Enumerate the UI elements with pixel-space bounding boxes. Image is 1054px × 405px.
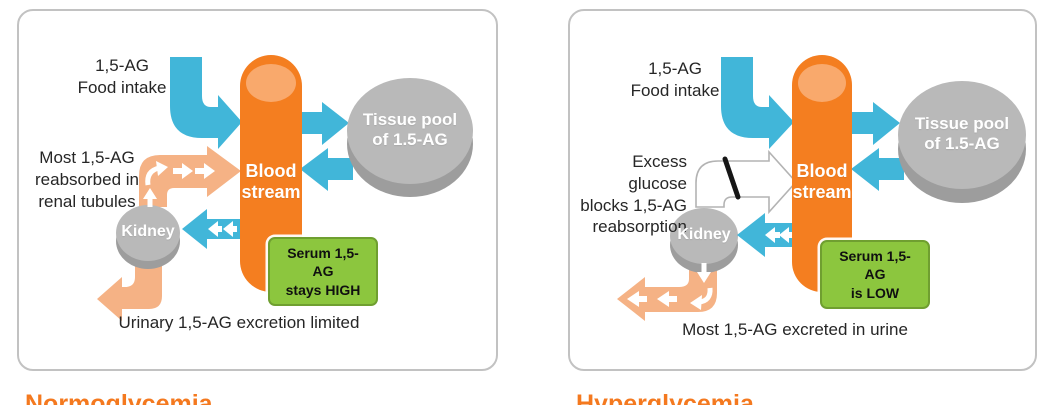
hyperglycemia-panel: 1,5-AG Food intake Excess glucose blocks… [564, 9, 1037, 405]
glucose-block-note: Excess glucose blocks 1,5-AG reabsorptio… [580, 152, 687, 237]
left-flow-arrowhead-icon [779, 227, 789, 243]
down-flow-arrowhead-icon [697, 272, 711, 283]
food-intake-label: 1,5-AG Food intake [630, 59, 720, 100]
tissue-pool-label: Tissue pool of 1.5-AG [914, 114, 1010, 154]
block-slash-icon [722, 156, 741, 200]
panel-title: Hyperglycemia [564, 382, 770, 405]
left-flow-arrowhead-icon [223, 221, 233, 237]
bloodstream-top-ellipse [798, 64, 846, 102]
right-flow-arrowhead-icon [204, 163, 215, 179]
left-flow-arrowhead-icon [208, 221, 218, 237]
kidney-node [116, 205, 180, 269]
bloodstream-capsule [792, 55, 852, 292]
hyperglycemia-diagram-svg [617, 55, 1026, 321]
kidney-label: Kidney [121, 223, 175, 240]
serum-status-badge: Serum 1,5-AG stays HIGH [268, 237, 378, 307]
tissue-to-bloodstream-arrow [300, 148, 353, 191]
bloodstream-to-tissue-arrow [302, 102, 349, 145]
food-intake-arrow [721, 57, 794, 149]
tissue-to-bloodstream-arrow [851, 148, 904, 191]
bloodstream-body [792, 55, 852, 292]
flow-direction-arrows [143, 161, 237, 237]
blocked-reabsorption-arrow [695, 149, 798, 215]
kidney-node [670, 208, 738, 273]
urine-note: Most 1,5-AG excreted in urine [682, 320, 908, 339]
curved-flow-arrow-icon [145, 165, 160, 186]
left-flow-arrowhead-icon [765, 227, 775, 243]
left-flow-arrowhead-icon [627, 291, 639, 307]
tissue-pool-node [898, 81, 1026, 203]
food-intake-label: 1,5-AG Food intake [77, 56, 167, 97]
reabsorption-arrow [139, 146, 241, 207]
curved-flow-arrowhead-icon [156, 161, 168, 176]
tissue-pool-node [347, 78, 473, 197]
urine-excretion-arrow [97, 262, 162, 321]
kidney-circle [116, 205, 180, 261]
kidney-label: Kidney [677, 226, 731, 243]
normoglycemia-diagram-svg [97, 55, 473, 321]
normoglycemia-panel: 1,5-AG Food intake Most 1,5-AG reabsorbe… [13, 9, 498, 405]
up-flow-arrowhead-icon [143, 188, 157, 199]
reabsorption-note: Most 1,5-AG reabsorbed in renal tubules [35, 148, 139, 211]
curved-flow-arrowhead-icon [690, 295, 702, 310]
bloodstream-to-kidney-arrow [737, 213, 792, 257]
bloodstream-top-ellipse [246, 64, 296, 102]
bloodstream-to-tissue-arrow [852, 102, 900, 145]
bloodstream-capsule [240, 55, 302, 292]
bloodstream-body [240, 55, 302, 292]
left-flow-arrowhead-icon [657, 291, 669, 307]
urine-excretion-arrow [617, 260, 717, 321]
serum-status-badge: Serum 1,5-AG is LOW [820, 240, 930, 310]
tissue-pool-label: Tissue pool of 1.5-AG [362, 110, 458, 150]
kidney-circle [670, 208, 738, 264]
right-flow-arrowhead-icon [182, 163, 193, 179]
urine-note: Urinary 1,5-AG excretion limited [118, 313, 360, 332]
bloodstream-label: Blood stream [792, 161, 852, 202]
bloodstream-label: Blood stream [241, 161, 301, 202]
tissue-pool-circle [347, 78, 473, 184]
food-intake-arrow [170, 57, 242, 149]
tissue-pool-circle [898, 81, 1026, 189]
panel-title: Normoglycemia [13, 382, 229, 405]
